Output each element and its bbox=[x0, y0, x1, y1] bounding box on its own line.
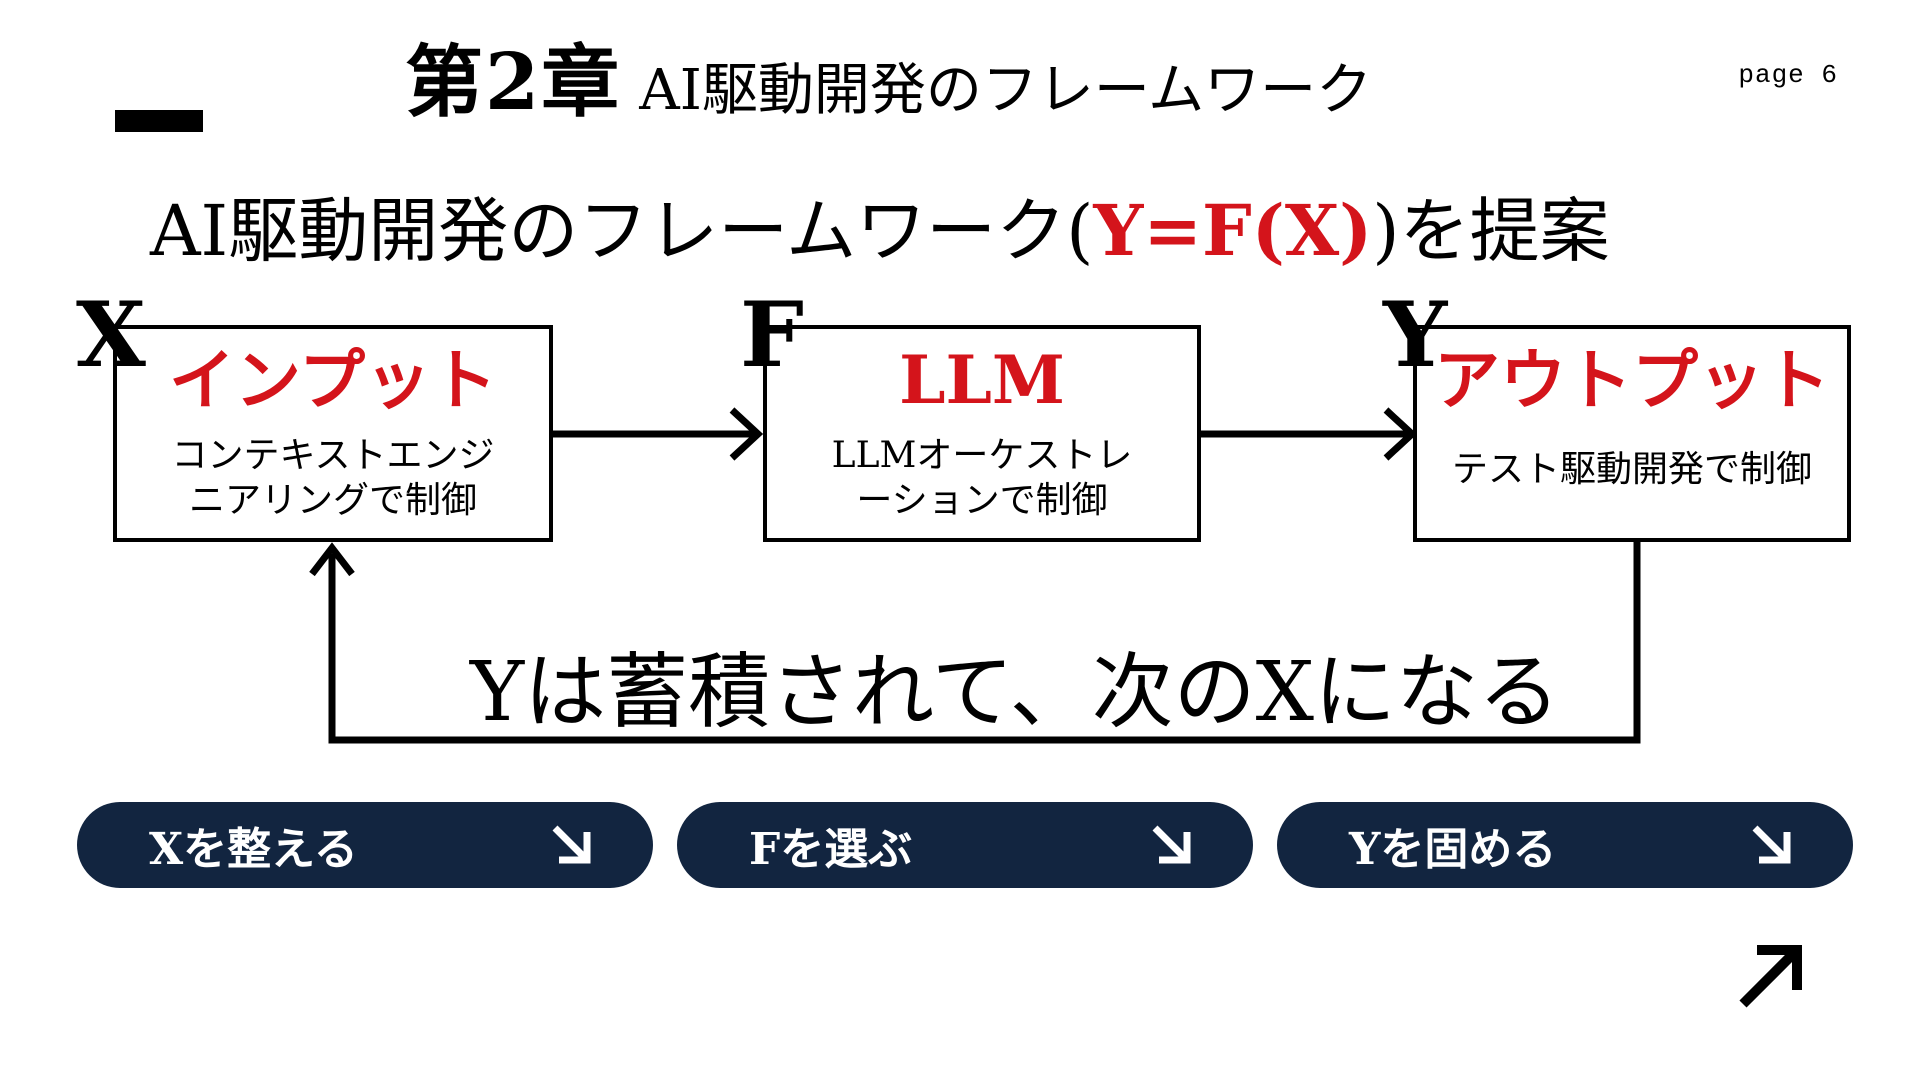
headline-prefix: AI駆動開発のフレームワーク( bbox=[150, 190, 1094, 272]
output-title: アウトプット bbox=[1434, 341, 1830, 419]
nav-button-x[interactable]: Xを整える bbox=[77, 802, 653, 888]
feedback-loop-line bbox=[328, 542, 1641, 744]
arrow-up-right-icon[interactable] bbox=[1735, 940, 1807, 1012]
input-description-line2: ニアリングで制御 bbox=[188, 480, 477, 521]
output-description-line1: テスト駆動開発で制御 bbox=[1451, 449, 1812, 490]
output-box: アウトプット テスト駆動開発で制御 bbox=[1413, 325, 1851, 542]
chapter-subtitle: AI駆動開発のフレームワーク bbox=[639, 58, 1373, 123]
input-title: インプット bbox=[168, 341, 498, 419]
headline-suffix: )を提案 bbox=[1372, 190, 1610, 272]
llm-description-line2: ーションで制御 bbox=[856, 480, 1108, 521]
llm-title: LLM bbox=[899, 341, 1065, 419]
llm-box: LLM LLMオーケストレ ーションで制御 bbox=[763, 325, 1201, 542]
arrow-down-right-icon bbox=[552, 825, 591, 864]
feedback-loop-arrowhead bbox=[309, 542, 355, 577]
variable-x-label: X bbox=[76, 282, 146, 388]
chapter-label: 第2章 bbox=[405, 37, 622, 128]
input-description-line1: コンテキストエンジ bbox=[171, 435, 495, 476]
arrow-down-right-icon bbox=[1752, 825, 1791, 864]
header-bar bbox=[115, 110, 203, 132]
nav-button-f-label: Fを選ぶ bbox=[749, 824, 913, 875]
loop-caption: Yは蓄積されて、次のXになる bbox=[470, 645, 1560, 740]
input-description: コンテキストエンジ ニアリングで制御 bbox=[117, 433, 549, 523]
nav-button-f[interactable]: Fを選ぶ bbox=[677, 802, 1253, 888]
arrow-down-right-icon bbox=[1152, 825, 1191, 864]
output-description: テスト駆動開発で制御 bbox=[1417, 447, 1847, 492]
nav-button-y[interactable]: Yを固める bbox=[1277, 802, 1853, 888]
variable-y-label: Y bbox=[1383, 282, 1448, 388]
arrow-input-to-llm-head bbox=[729, 407, 764, 461]
nav-button-x-label: Xを整える bbox=[149, 824, 358, 875]
llm-description-line1: LLMオーケストレ bbox=[831, 435, 1133, 476]
headline: AI駆動開発のフレームワーク(Y=F(X))を提案 bbox=[150, 175, 1910, 276]
nav-button-y-label: Yを固める bbox=[1349, 824, 1557, 875]
headline-formula: Y=F(X) bbox=[1093, 189, 1373, 272]
variable-f-label: F bbox=[740, 282, 804, 388]
arrow-llm-to-output-head bbox=[1383, 407, 1418, 461]
chapter-title: 第2章 AI駆動開発のフレームワーク bbox=[405, 20, 1372, 130]
llm-description: LLMオーケストレ ーションで制御 bbox=[767, 433, 1197, 523]
page-number: page 6 bbox=[1738, 60, 1838, 90]
input-box: インプット コンテキストエンジ ニアリングで制御 bbox=[113, 325, 553, 542]
